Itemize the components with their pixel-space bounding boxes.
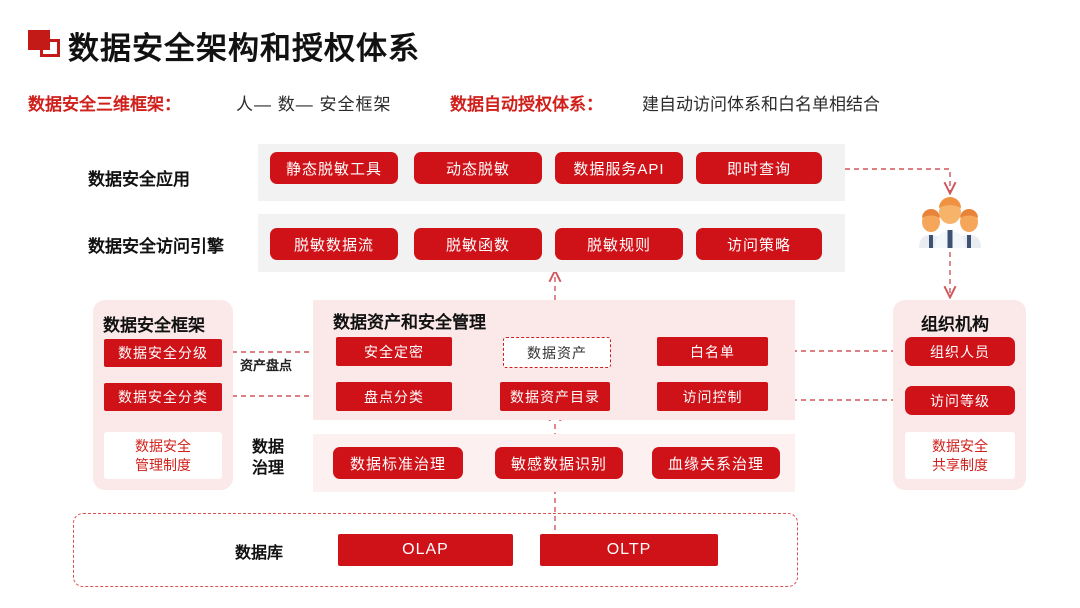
engine-item-3[interactable]: 访问策略 xyxy=(696,228,822,260)
engine-item-0[interactable]: 脱敏数据流 xyxy=(270,228,398,260)
row-label-engine: 数据安全访问引擎 xyxy=(88,237,224,256)
center-right-item-1[interactable]: 访问控制 xyxy=(657,382,768,411)
subtitle-2-value: 建自动访问体系和白名单相结合 xyxy=(642,95,880,114)
database-panel xyxy=(73,513,798,587)
governance-label-line1: 数据 xyxy=(252,439,285,456)
framework-note-line2: 管理制度 xyxy=(135,456,191,473)
framework-item-1[interactable]: 数据安全分类 xyxy=(104,383,222,411)
org-note: 数据安全 共享制度 xyxy=(905,432,1015,479)
engine-item-1[interactable]: 脱敏函数 xyxy=(414,228,542,260)
page-title: 数据安全架构和授权体系 xyxy=(68,31,420,66)
row-label-app: 数据安全应用 xyxy=(88,170,190,189)
app-item-3[interactable]: 即时查询 xyxy=(696,152,822,184)
subtitle-2-label: 数据自动授权体系： xyxy=(450,95,603,114)
framework-item-0[interactable]: 数据安全分级 xyxy=(104,339,222,367)
center-left-item-1[interactable]: 盘点分类 xyxy=(336,382,452,411)
org-item-0[interactable]: 组织人员 xyxy=(905,337,1015,366)
governance-item-0[interactable]: 数据标准治理 xyxy=(333,447,463,479)
subtitle-row: 数据安全三维框架： 人— 数— 安全框架 数据自动授权体系： 建自动访问体系和白… xyxy=(28,90,1068,118)
group-of-people-icon xyxy=(915,196,985,248)
logo-square-outline xyxy=(40,39,60,57)
database-item-0[interactable]: OLAP xyxy=(338,534,513,566)
governance-label-line2: 治理 xyxy=(252,459,285,477)
subtitle-1-value: 人— 数— 安全框架 xyxy=(236,95,392,114)
subtitle-1-label: 数据安全三维框架： xyxy=(28,95,181,114)
app-item-1[interactable]: 动态脱敏 xyxy=(414,152,542,184)
framework-panel-title: 数据安全框架 xyxy=(103,316,205,335)
asset-inventory-label: 资产盘点 xyxy=(240,358,293,373)
database-label: 数据库 xyxy=(235,545,284,562)
org-note-line1: 数据安全 xyxy=(932,437,988,454)
app-item-0[interactable]: 静态脱敏工具 xyxy=(270,152,398,184)
center-item-data-asset-catalog[interactable]: 数据资产目录 xyxy=(500,382,610,411)
logo-square-filled xyxy=(28,30,50,50)
org-item-1[interactable]: 访问等级 xyxy=(905,386,1015,415)
center-panel-title: 数据资产和安全管理 xyxy=(333,313,486,332)
app-item-2[interactable]: 数据服务API xyxy=(555,152,683,184)
org-note-line2: 共享制度 xyxy=(932,456,988,473)
governance-item-1[interactable]: 敏感数据识别 xyxy=(495,447,623,479)
governance-item-2[interactable]: 血缘关系治理 xyxy=(652,447,780,479)
center-item-data-asset[interactable]: 数据资产 xyxy=(503,337,611,368)
database-item-1[interactable]: OLTP xyxy=(540,534,718,566)
framework-note-line1: 数据安全 xyxy=(135,437,191,454)
framework-note: 数据安全 管理制度 xyxy=(104,432,222,479)
engine-item-2[interactable]: 脱敏规则 xyxy=(555,228,683,260)
org-panel-title: 组织机构 xyxy=(921,315,989,334)
center-right-item-0[interactable]: 白名单 xyxy=(657,337,768,366)
governance-label: 数据 治理 xyxy=(252,438,284,480)
center-left-item-0[interactable]: 安全定密 xyxy=(336,337,452,366)
two-squares-logo-icon xyxy=(28,30,62,60)
